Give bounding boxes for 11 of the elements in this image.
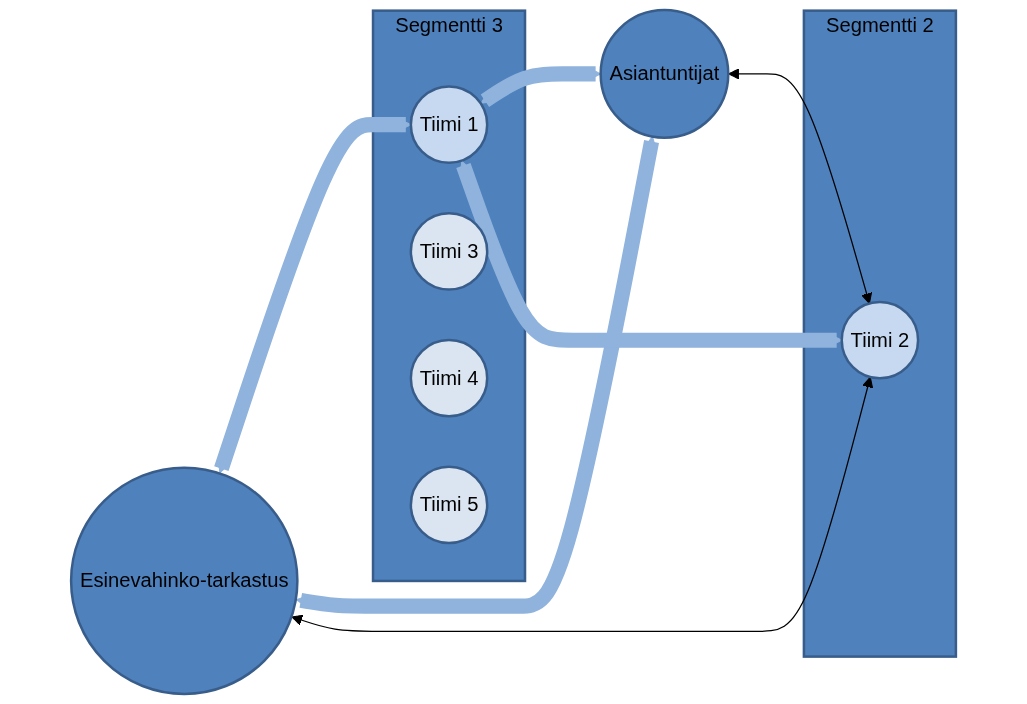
node-circle: Tiimi 5 xyxy=(409,465,489,545)
arrow xyxy=(214,117,412,474)
node-circle: Tiimi 3 xyxy=(409,212,489,291)
node-circle: Tiimi 4 xyxy=(409,338,489,418)
node-circle: Esinevahinko-tarkastus xyxy=(69,466,299,696)
node-circle: Tiimi 1 xyxy=(409,85,489,165)
node-circle: Asiantuntijat xyxy=(599,8,730,139)
node-circle: Tiimi 2 xyxy=(840,300,920,380)
arrow xyxy=(291,376,874,632)
arrow xyxy=(728,68,872,304)
arrow xyxy=(295,136,659,614)
